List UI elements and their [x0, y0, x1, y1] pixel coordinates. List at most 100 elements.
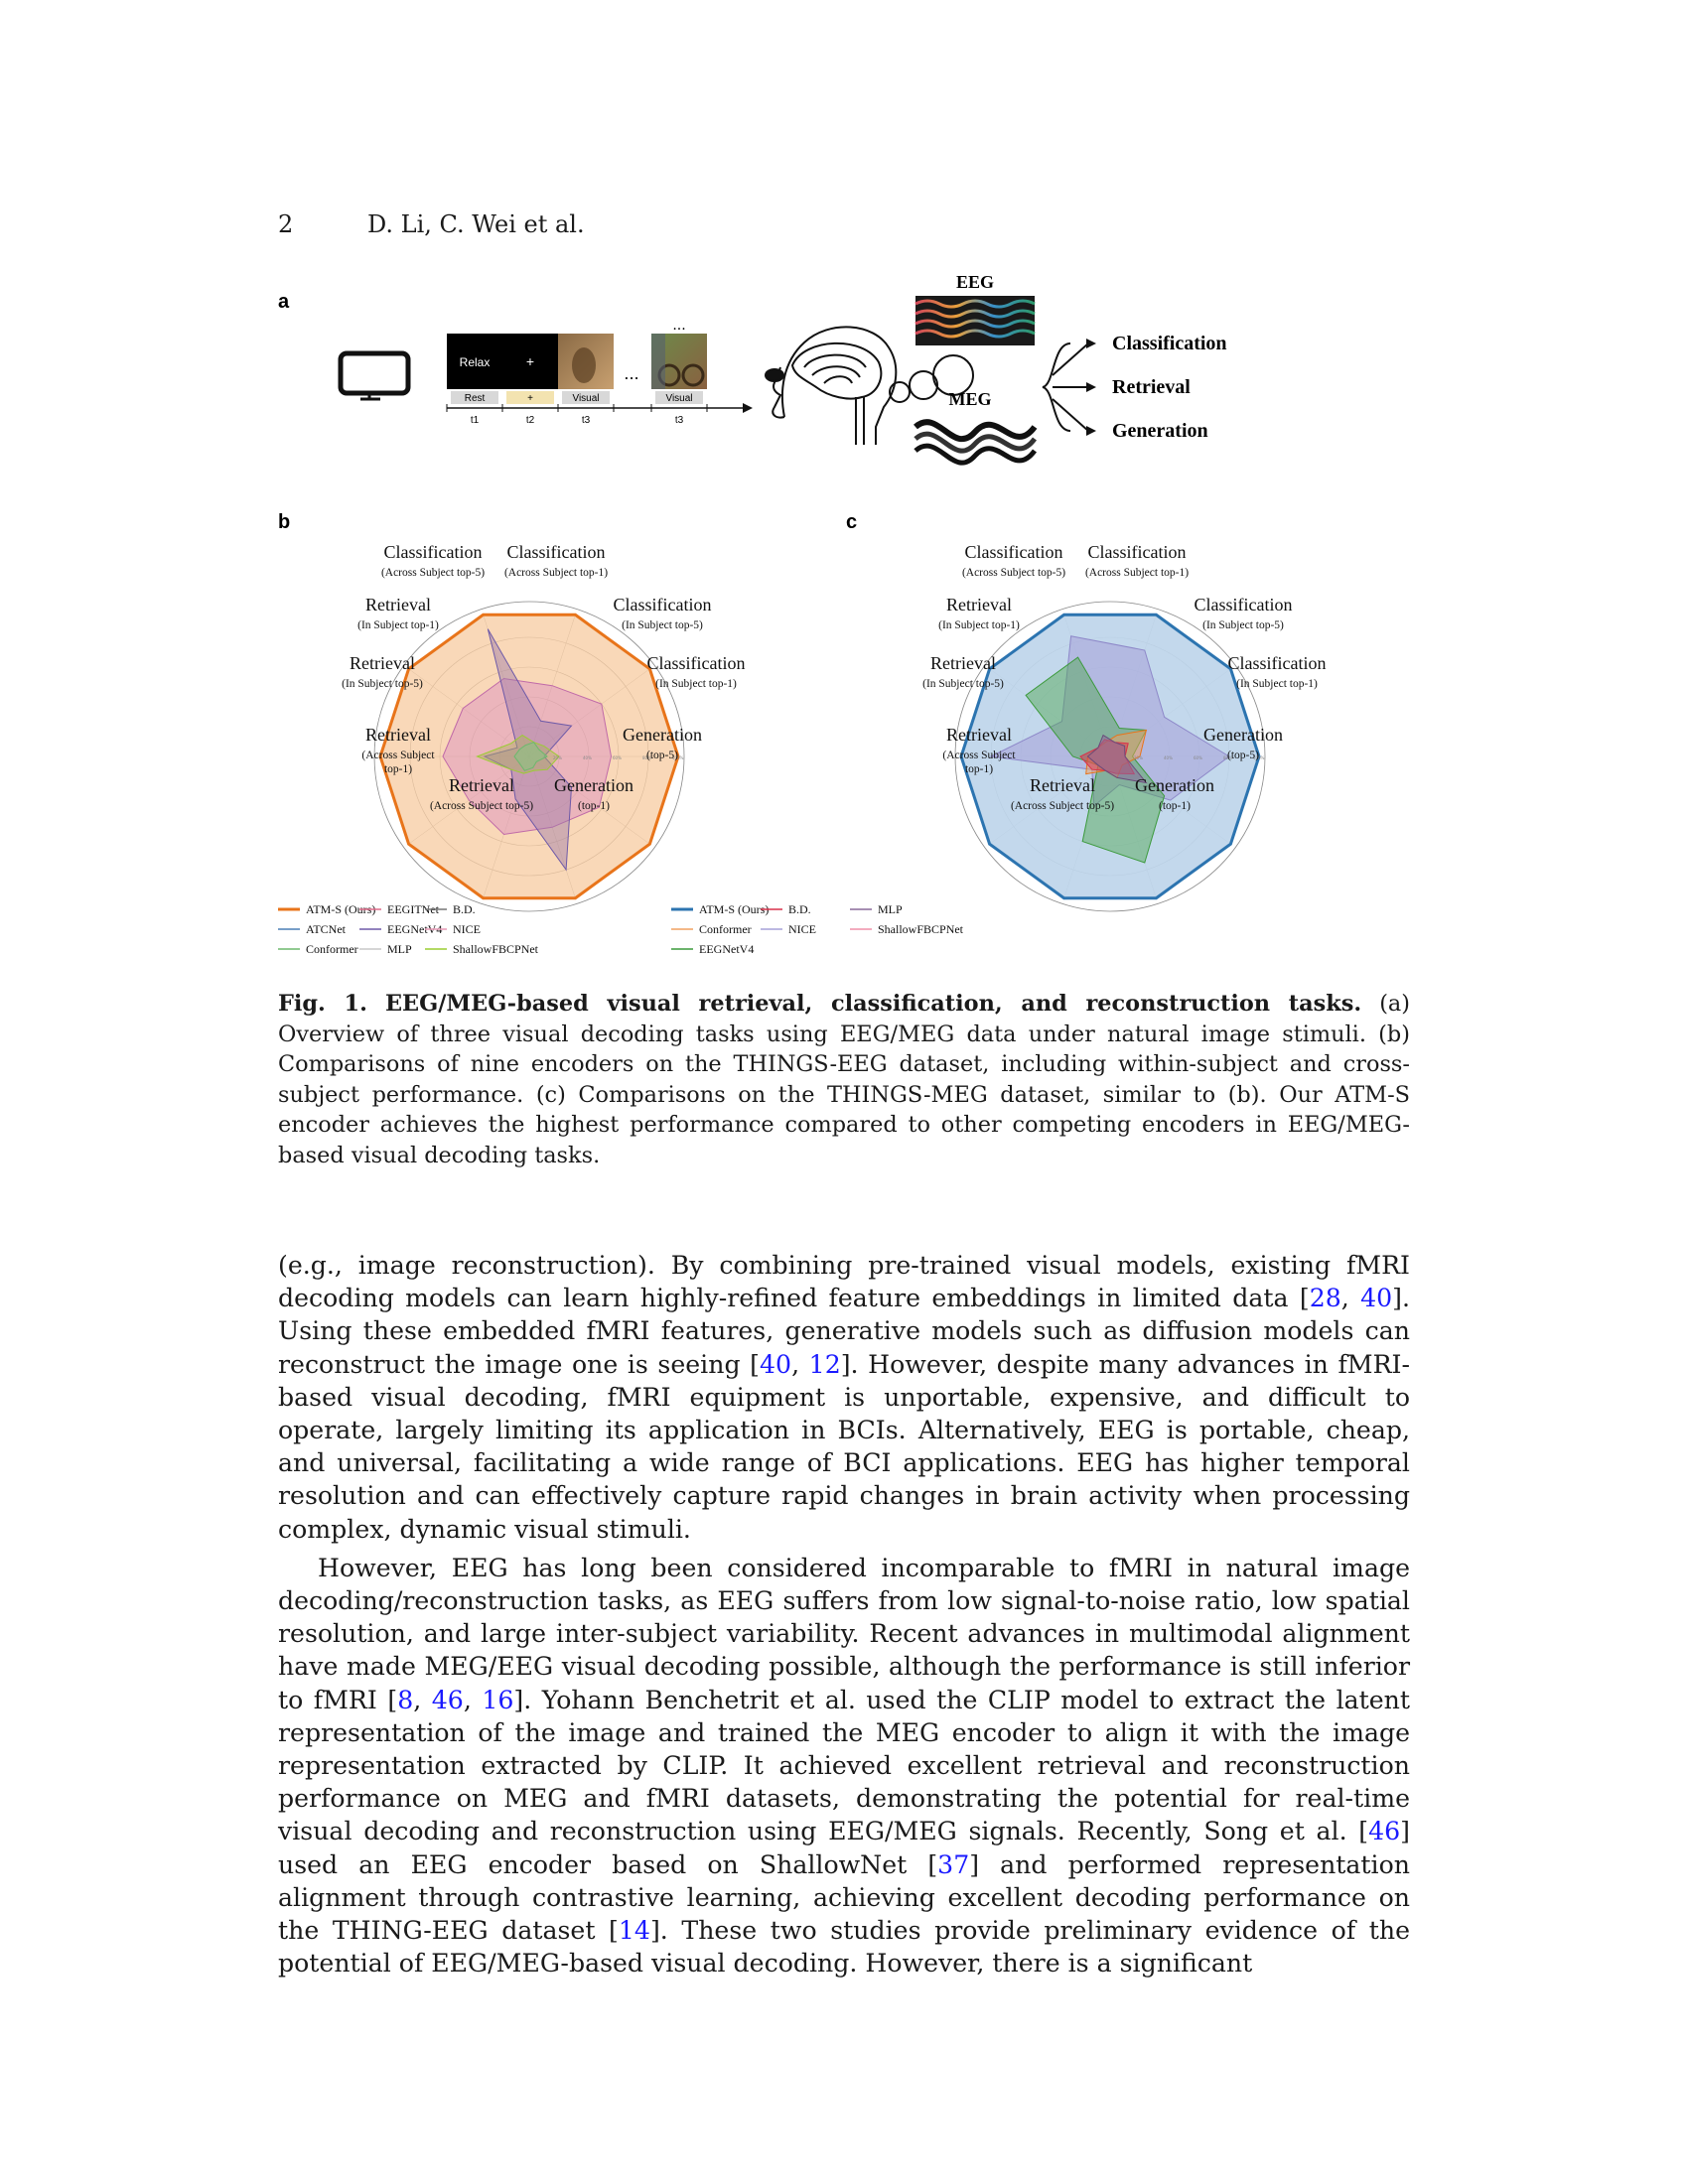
label-plus: + — [527, 393, 533, 404]
axis-label-sub: top-1) — [965, 763, 993, 775]
citation-link[interactable]: 14 — [618, 1916, 650, 1946]
axis-label-title: Retrieval — [1030, 775, 1095, 795]
tick-label: 100% — [1253, 755, 1265, 760]
axis-label-title: Generation — [554, 775, 633, 795]
axis-label-title: Retrieval — [449, 775, 514, 795]
citation-link[interactable]: 28 — [1309, 1284, 1341, 1313]
running-authors: D. Li, C. Wei et al. — [367, 210, 585, 238]
p1-text-b: ]. Using these embedded fMRI features, g… — [278, 1284, 1410, 1379]
citation-link[interactable]: 46 — [431, 1685, 464, 1714]
axis-label-sub: (top-5) — [1227, 750, 1259, 761]
tick-label: 40% — [583, 755, 592, 760]
legend-label: EEGNetV4 — [387, 922, 442, 936]
legend-label: EEGITNet — [387, 902, 440, 916]
axis-label-sub: (Across Subject top-1) — [1085, 567, 1189, 579]
axis-label-sub: (Across Subject top-5) — [381, 567, 485, 579]
meg-label: MEG — [949, 389, 992, 409]
axis-label-title: Retrieval — [350, 653, 415, 673]
panel-c-letter: c — [846, 511, 857, 533]
panel-b-letter: b — [278, 511, 290, 533]
time-t2: t2 — [526, 415, 535, 426]
axis-label-title: Retrieval — [946, 595, 1012, 614]
p2-text-b: ]. Yohann Benchetrit et al. used the CLI… — [278, 1685, 1411, 1846]
legend-label: MLP — [387, 942, 412, 956]
citation-link[interactable]: 40 — [760, 1349, 792, 1379]
legend-label: ATCNet — [306, 922, 347, 936]
axis-label-title: Generation — [623, 725, 702, 745]
axis-label-title: Classification — [614, 595, 712, 614]
time-t3a: t3 — [582, 415, 591, 426]
legend-label: Conformer — [699, 922, 752, 936]
axis-label-sub: (Across Subject top-5) — [1011, 800, 1114, 812]
radar-series-shape — [1086, 734, 1148, 784]
axis-label-sub: (Across Subject top-5) — [962, 567, 1065, 579]
eeg-signal-image — [914, 296, 1036, 345]
p1-text-c: ]. However, despite many advances in fMR… — [278, 1349, 1410, 1544]
axis-label-title: Retrieval — [930, 653, 996, 673]
p2-text-a: However, EEG has long been considered in… — [278, 1553, 1410, 1714]
outer-ring — [373, 601, 685, 912]
axis-label-title: Retrieval — [365, 725, 431, 745]
axis-label-sub: top-1) — [384, 763, 412, 775]
legend-label: ATM-S (Ours) — [699, 902, 769, 916]
tick-label: 20% — [1134, 755, 1143, 760]
axis-label-title: Classification — [1228, 653, 1327, 673]
axis-label-title: Classification — [1195, 595, 1293, 614]
axis-label-sub: (In Subject top-5) — [1202, 619, 1284, 631]
citation-link[interactable]: 8 — [397, 1685, 414, 1714]
axis-label-title: Classification — [507, 542, 606, 562]
axis-label-title: Generation — [1203, 725, 1283, 745]
legend-label: MLP — [878, 902, 903, 916]
tick-label: 60% — [613, 755, 622, 760]
axis-label-sub: (Across Subject — [942, 750, 1016, 761]
figure-graphic: a Relax + ... ... Rest + — [278, 272, 1326, 956]
paragraph-1: (e.g., image reconstruction). By combini… — [278, 1249, 1410, 1546]
output-generation: Generation — [1112, 420, 1208, 442]
axis-label-sub: (top-1) — [1159, 800, 1191, 812]
axis-label-sub: (In Subject top-5) — [342, 678, 423, 690]
screen-fixation-text: + — [526, 353, 534, 369]
meg-signal-image — [914, 413, 1038, 466]
axis-label-sub: (Across Subject top-1) — [504, 567, 608, 579]
citation-link[interactable]: 40 — [1360, 1284, 1393, 1313]
legend-label: ATM-S (Ours) — [306, 902, 375, 916]
outer-ring — [954, 601, 1266, 912]
axis-label-title: Classification — [647, 653, 746, 673]
head-brain-icon — [765, 326, 974, 445]
caption-title: EEG/MEG-based visual retrieval, classifi… — [384, 991, 1362, 1017]
output-classification: Classification — [1112, 333, 1227, 354]
stimulus-ellipsis: ... — [624, 364, 638, 383]
axis-label-title: Retrieval — [365, 595, 431, 614]
citation-link[interactable]: 46 — [1368, 1817, 1401, 1846]
caption-text: (a) Overview of three visual decoding ta… — [278, 991, 1411, 1168]
radar-chart-eeg: 20%40%60%80%100%Classification(Across Su… — [278, 542, 745, 956]
axis-label-title: Classification — [1088, 542, 1187, 562]
paragraph-2: However, EEG has long been considered in… — [278, 1552, 1410, 1980]
radar-chart-meg: 20%40%60%80%100%Classification(Across Su… — [671, 542, 1326, 956]
legend-label: ShallowFBCPNet — [453, 942, 539, 956]
axis-label-title: Classification — [384, 542, 483, 562]
screen-relax-text: Relax — [460, 355, 491, 369]
caption-label: Fig. 1. — [278, 991, 367, 1017]
citation-separator: , — [1340, 1284, 1361, 1313]
p2-text-d: ] and performed representation alignment… — [278, 1849, 1410, 1946]
axis-label-sub: (In Subject top-1) — [357, 619, 439, 631]
p2-text-e: ]. These two studies provide preliminary… — [278, 1916, 1411, 1979]
p2-text-c: ] used an EEG encoder based on ShallowNe… — [278, 1817, 1410, 1879]
legend-label: ShallowFBCPNet — [878, 922, 964, 936]
legend-label: B.D. — [788, 902, 811, 916]
tick-label: 100% — [672, 755, 684, 760]
axis-label-title: Generation — [1135, 775, 1214, 795]
tick-label: 80% — [642, 755, 651, 760]
stimulus-timeline: Relax + ... ... Rest + Visual Visual — [446, 318, 753, 426]
axis-label-sub: (Across Subject top-5) — [430, 800, 533, 812]
citation-link[interactable]: 16 — [482, 1685, 514, 1714]
citation-separator: , — [413, 1685, 432, 1714]
eeg-label: EEG — [956, 272, 994, 292]
radar-series-shape — [513, 742, 548, 771]
citation-link[interactable]: 37 — [937, 1849, 970, 1879]
time-t3b: t3 — [675, 415, 684, 426]
radar-series-shape — [989, 635, 1230, 807]
citation-link[interactable]: 12 — [808, 1349, 841, 1379]
